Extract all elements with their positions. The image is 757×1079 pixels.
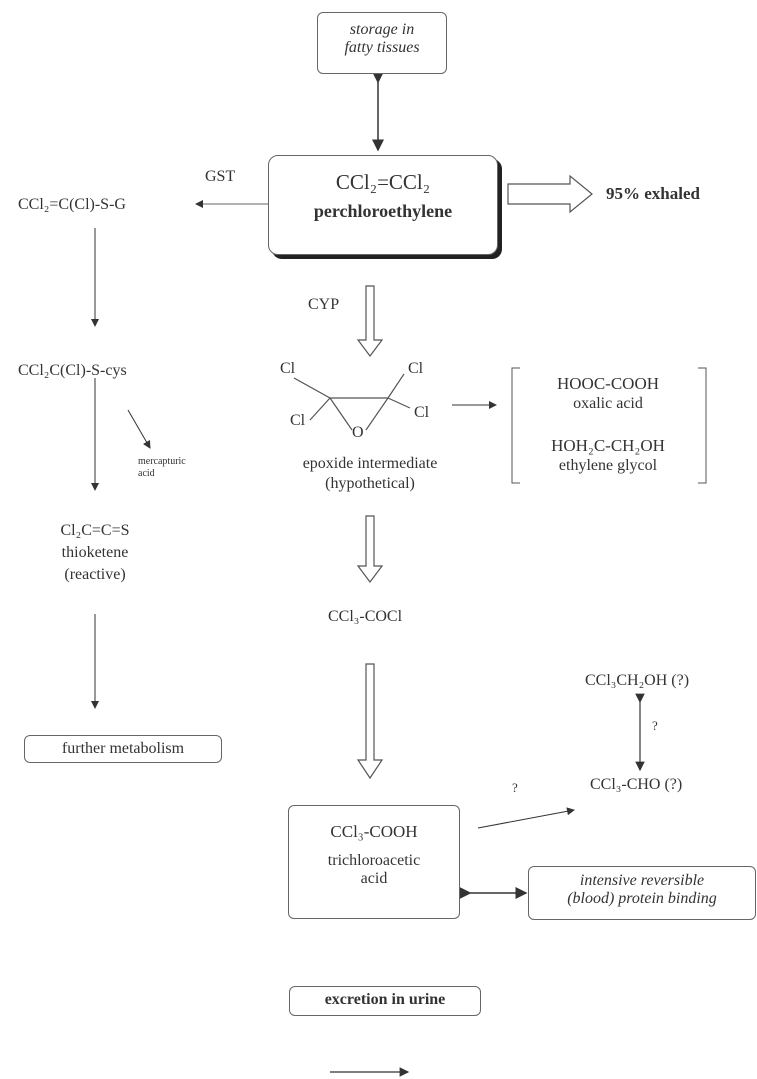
tca-line1: trichloroacetic [327,852,421,869]
epoxide-cl-bottom-left: Cl [290,412,306,429]
tca-line2: acid [360,870,388,887]
mercapturic-label: mercapturic acid [138,456,186,480]
pce-formula: CCl₂=CCl₂ [335,170,431,194]
excretion-label: excretion in urine [324,991,446,1008]
tca-box: CCl₃-COOH trichloroacetic acid [288,805,460,919]
binding-line1: intensive reversible [579,872,705,889]
epoxide-cl-bottom-right: Cl [414,404,430,421]
mercapturic-line1: mercapturic [138,456,186,467]
thioketene-name: thioketene [61,544,129,561]
tca-to-chloral-arrow [477,807,575,829]
storage-line1: storage in [349,21,415,38]
oxalic-formula: HOOC-COOH [557,374,659,393]
storage-line2: fatty tissues [344,39,420,56]
epoxide-structure [293,373,411,431]
bracket-right [698,367,707,484]
chloral: CCl₃-CHO (?) [590,776,683,793]
glycol-formula: HOH₂C-CH₂OH [551,436,665,455]
thioketene-block: Cl₂C=C=S thioketene (reactive) [40,520,150,586]
thioketene-note: (reactive) [64,566,126,583]
storage-box: storage in fatty tissues [317,12,447,74]
cyp-label: CYP [308,296,340,313]
further-box: further metabolism [24,735,222,763]
exhaled-arrow [507,174,593,214]
epoxide-label: epoxide intermediate (hypothetical) [270,454,470,494]
epoxide-cl-top-left: Cl [280,360,296,377]
question-mark-1: ? [652,718,658,733]
trichloroacetyl-chloride: CCl₃-COCl [328,608,403,625]
glycol-name: ethylene glycol [558,457,658,474]
mercapturic-arrow [127,409,151,449]
epoxide-line1: epoxide intermediate [302,455,438,472]
cyp-arrow [356,285,384,357]
further-label: further metabolism [61,740,185,757]
pce-name: perchloroethylene [313,201,453,221]
epoxide-cl-top-right: Cl [408,360,424,377]
binding-line2: (blood) protein binding [567,890,717,907]
epoxide-oxygen: O [352,424,364,441]
oxalic-name: oxalic acid [573,395,643,412]
pce-box: CCl₂=CCl₂ perchloroethylene [268,155,498,255]
binding-box: intensive reversible (blood) protein bin… [528,866,756,920]
tcac-to-tca-arrow [356,663,384,780]
glycol-block: HOH₂C-CH₂OH ethylene glycol [518,436,698,476]
excretion-box: excretion in urine [289,986,481,1016]
gst-conjugate: CCl₂=C(Cl)-S-G [18,196,126,213]
epoxide-to-tcac-arrow [356,515,384,583]
trichloroethanol: CCl₃CH₂OH (?) [585,672,690,689]
cys-conjugate: CCl₂C(Cl)-S-cys [18,362,127,379]
bracket-left [511,367,520,484]
question-mark-2: ? [512,780,518,795]
tca-formula: CCl₃-COOH [330,822,418,841]
gst-label: GST [205,168,236,185]
epoxide-line2: (hypothetical) [325,475,415,492]
mercapturic-line2: acid [138,468,155,479]
exhaled-label: 95% exhaled [606,184,700,203]
thioketene-formula: Cl₂C=C=S [60,522,130,539]
oxalic-block: HOOC-COOH oxalic acid [518,374,698,414]
